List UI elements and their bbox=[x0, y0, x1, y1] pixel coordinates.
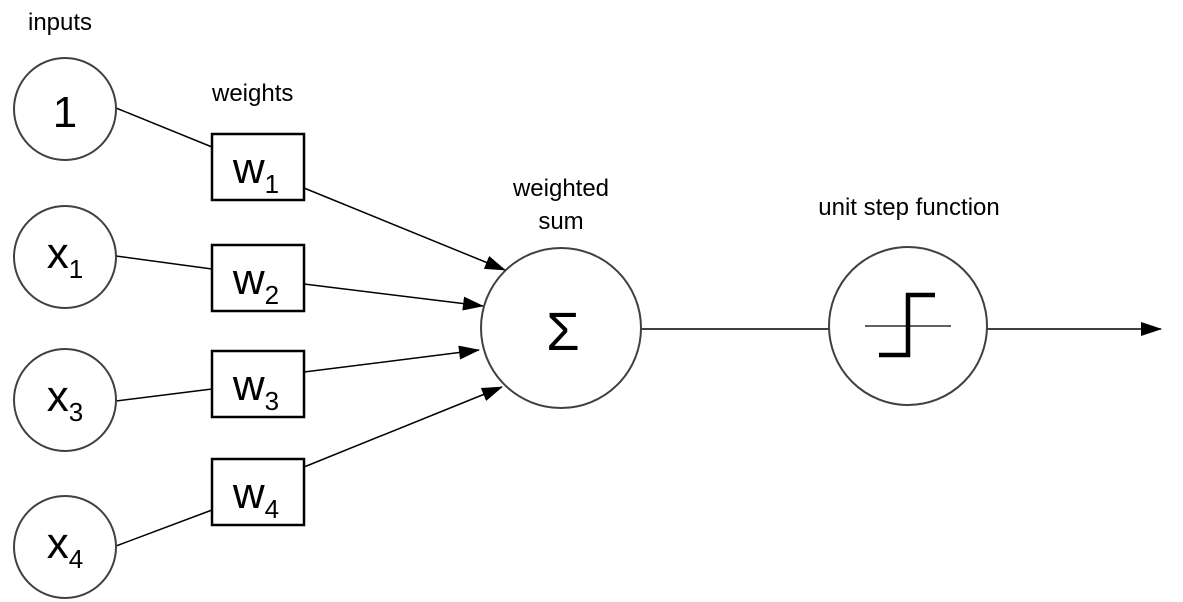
input-to-weight-connectors bbox=[115, 107, 213, 547]
input-node-x3-label: x3 bbox=[47, 372, 83, 427]
unit-step-curve bbox=[879, 292, 935, 358]
input-node-x3-circle bbox=[13, 348, 117, 452]
weight-box-w3: w3 bbox=[210, 349, 306, 419]
weights-label: weights bbox=[211, 80, 293, 107]
connector-x1-w2 bbox=[115, 255, 213, 270]
input-node-x4: x4 bbox=[13, 495, 117, 599]
input-node-x1: x1 bbox=[13, 205, 117, 309]
weight-box-w3-rect bbox=[210, 349, 306, 419]
weight-box-w4: w4 bbox=[210, 457, 306, 527]
input-node-x4-label: x4 bbox=[47, 519, 83, 574]
arrow-w1-sum bbox=[303, 187, 506, 271]
arrow-w3-sum bbox=[303, 345, 480, 373]
weight-box-w1: w1 bbox=[210, 132, 306, 202]
input-node-x1-circle bbox=[13, 205, 117, 309]
weight-to-sum-arrows bbox=[303, 187, 506, 468]
sigma-symbol: Σ bbox=[546, 302, 579, 362]
arrow-w2-sum bbox=[303, 283, 484, 311]
weight-box-w2-label: w2 bbox=[232, 255, 279, 310]
input-node-x1-label: x1 bbox=[47, 229, 83, 284]
input-node-bias-circle bbox=[13, 57, 117, 161]
input-node-bias-label: 1 bbox=[53, 88, 77, 137]
step-node bbox=[828, 246, 988, 406]
input-node-bias: 1 bbox=[13, 57, 117, 161]
weight-box-w3-label: w3 bbox=[232, 361, 279, 416]
connector-x3-w3 bbox=[115, 388, 213, 402]
weighted-sum-label-line2: sum bbox=[538, 208, 583, 235]
weighted-sum-label-line1: weighted bbox=[512, 175, 609, 202]
weight-box-w2: w2 bbox=[210, 243, 306, 313]
weight-box-w2-rect bbox=[210, 243, 306, 313]
weight-box-w4-rect bbox=[210, 457, 306, 527]
sum-node-circle bbox=[480, 247, 642, 409]
connector-bias-w1 bbox=[115, 107, 213, 148]
weight-box-w1-label: w1 bbox=[232, 144, 279, 199]
unit-step-function-label: unit step function bbox=[818, 194, 999, 221]
weight-box-w1-rect bbox=[210, 132, 306, 202]
unit-step-icon bbox=[865, 292, 951, 358]
input-node-x3: x3 bbox=[13, 348, 117, 452]
input-node-x4-circle bbox=[13, 495, 117, 599]
arrow-w4-sum bbox=[303, 386, 503, 468]
inputs-label: inputs bbox=[28, 9, 92, 36]
connector-x4-w4 bbox=[115, 509, 213, 547]
sum-node: Σ bbox=[480, 247, 642, 409]
weight-box-w4-label: w4 bbox=[232, 469, 279, 524]
